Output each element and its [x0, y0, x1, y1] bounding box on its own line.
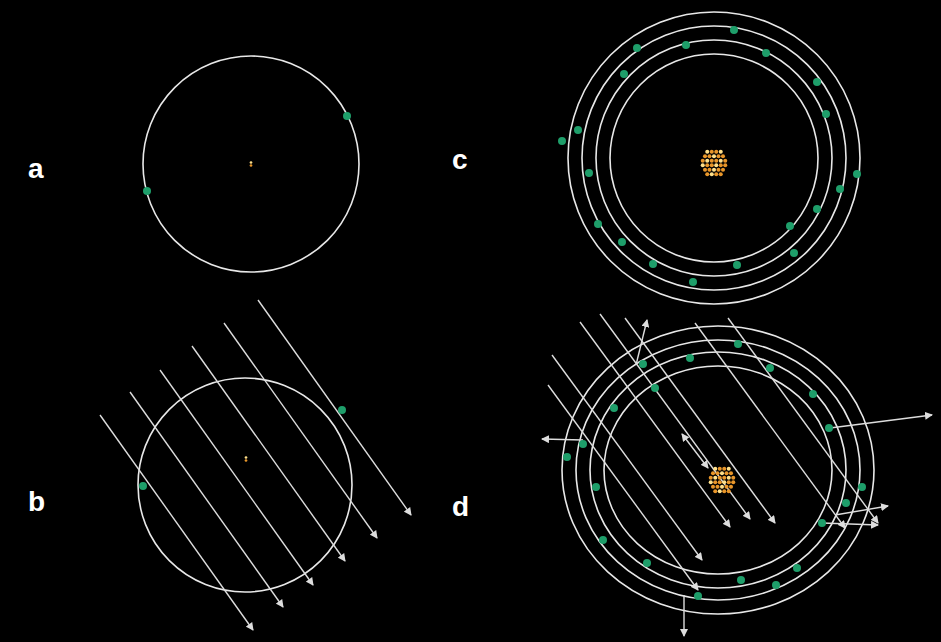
nucleon [715, 485, 719, 489]
incident-rays-b [100, 300, 411, 630]
nucleon [719, 150, 723, 154]
nucleon [710, 159, 714, 163]
nucleon [724, 471, 728, 475]
nuclei [245, 150, 736, 494]
nucleon [701, 163, 705, 167]
nucleon [712, 154, 716, 158]
nucleon [719, 159, 723, 163]
nucleon [727, 467, 731, 471]
nucleon [729, 485, 733, 489]
nucleon [707, 154, 711, 158]
ray [600, 314, 750, 519]
nucleon [720, 471, 724, 475]
nucleon [709, 480, 713, 484]
panel-letter: c [452, 146, 468, 174]
panel-letter: b [28, 488, 45, 516]
nucleon [731, 476, 735, 480]
nucleon [250, 164, 253, 167]
nucleon [721, 168, 725, 172]
nucleon [722, 480, 726, 484]
nucleon [727, 476, 731, 480]
nucleon [718, 476, 722, 480]
nucleon [245, 456, 248, 459]
nucleon [710, 163, 714, 167]
ray [695, 323, 845, 528]
panel-b-atom [138, 378, 352, 592]
nucleon [710, 172, 714, 176]
nucleon [705, 150, 709, 154]
nucleon [709, 476, 713, 480]
nucleon [701, 159, 705, 163]
electrons-d [563, 340, 866, 600]
nucleon [714, 163, 718, 167]
ray [728, 318, 878, 523]
nucleon [731, 480, 735, 484]
nucleon [716, 154, 720, 158]
nucleon [718, 480, 722, 484]
electrons-c [558, 26, 861, 286]
nucleon [722, 489, 726, 493]
nucleon [721, 154, 725, 158]
nucleon [727, 480, 731, 484]
nucleon [720, 485, 724, 489]
nucleon [713, 489, 717, 493]
panel-letter: a [28, 155, 44, 183]
nucleon [707, 168, 711, 172]
nucleon [245, 459, 248, 462]
electrons-a [143, 112, 351, 195]
nucleon [716, 168, 720, 172]
incident-rays-d [548, 314, 878, 590]
ray [625, 318, 775, 523]
ray [130, 392, 283, 607]
nucleon [719, 172, 723, 176]
ray [192, 346, 345, 561]
ray [100, 415, 253, 630]
nucleon [723, 163, 727, 167]
nucleon [718, 467, 722, 471]
nucleon [714, 172, 718, 176]
nucleon [714, 150, 718, 154]
nucleon [703, 154, 707, 158]
nucleon [712, 168, 716, 172]
nucleon [724, 485, 728, 489]
nucleon [719, 163, 723, 167]
ray [160, 370, 313, 585]
nucleon [705, 159, 709, 163]
nucleon [250, 161, 253, 164]
electrons-b [139, 406, 346, 490]
ray [548, 385, 698, 590]
panel-letter: d [452, 493, 469, 521]
nucleon [713, 480, 717, 484]
nucleon [715, 471, 719, 475]
nucleon [723, 159, 727, 163]
nucleon [705, 163, 709, 167]
nucleon [729, 471, 733, 475]
nucleon [703, 168, 707, 172]
ray [224, 323, 377, 538]
nucleon [711, 471, 715, 475]
ray [580, 322, 730, 527]
nucleon [722, 476, 726, 480]
nucleon [713, 467, 717, 471]
panel-a-atom [143, 56, 359, 272]
nucleon [718, 489, 722, 493]
nucleon [705, 172, 709, 176]
nucleon [713, 476, 717, 480]
nucleon [727, 489, 731, 493]
nucleon [710, 150, 714, 154]
ray [258, 300, 411, 515]
scattered-rays-d [542, 320, 932, 636]
nucleon [722, 467, 726, 471]
nucleon [711, 485, 715, 489]
panel-d-shells [562, 326, 874, 614]
panel-c-shells [568, 12, 860, 304]
nucleon [714, 159, 718, 163]
